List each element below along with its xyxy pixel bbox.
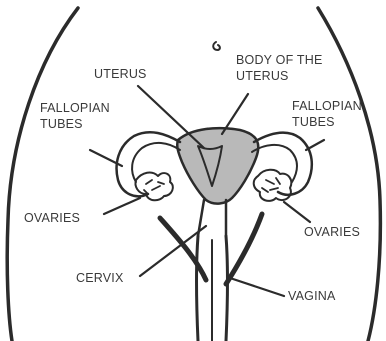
fimbriae-right [262, 178, 280, 192]
fallopian-tube-left [117, 132, 180, 196]
label-body-of-uterus-line2: UTERUS [236, 69, 289, 83]
pointer-ovaries-right [284, 202, 310, 222]
pointer-fallopian-right [306, 140, 324, 150]
label-fallopian-right-line2: TUBES [292, 115, 335, 129]
label-cervix: CERVIX [76, 271, 124, 285]
label-fallopian-left-line2: TUBES [40, 117, 83, 131]
vagina-left-wall [197, 236, 199, 341]
pointer-ovaries-left [104, 198, 140, 214]
label-body-of-uterus-line1: BODY OF THE [236, 53, 322, 67]
vagina-right-wall [226, 236, 228, 341]
label-ovaries-right: OVARIES [304, 225, 360, 239]
body-outline-left [7, 8, 78, 341]
label-ovaries-left: OVARIES [24, 211, 80, 225]
navel-mark [213, 42, 220, 50]
fimbriae-left [144, 180, 164, 194]
fallopian-tube-right [254, 133, 312, 195]
pelvis-right-stroke [226, 214, 262, 284]
label-fallopian-right-line1: FALLOPIAN [292, 99, 362, 113]
label-fallopian-left-line1: FALLOPIAN [40, 101, 110, 115]
label-uterus: UTERUS [94, 67, 147, 81]
label-vagina: VAGINA [288, 289, 336, 303]
pointer-vagina [230, 278, 284, 296]
ovary-right [254, 170, 292, 201]
